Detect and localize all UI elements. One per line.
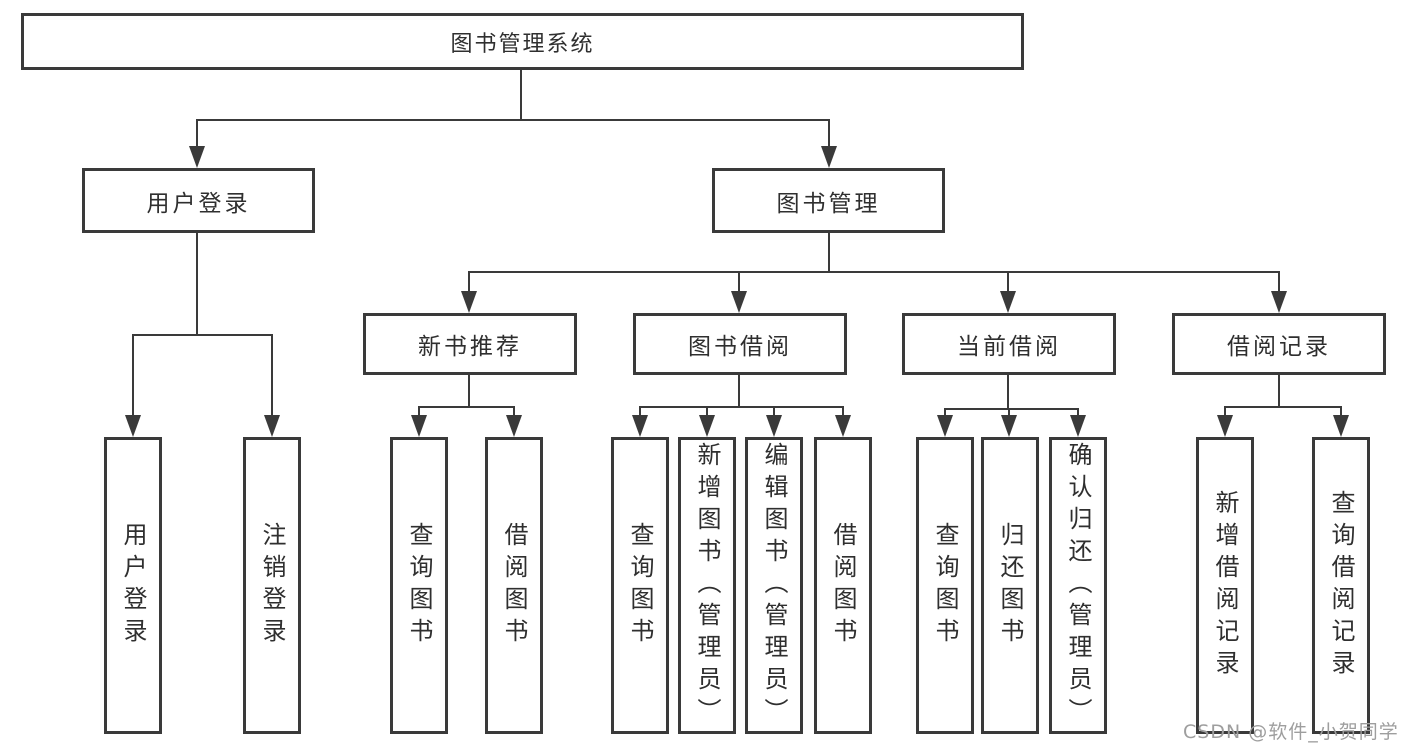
connector-line bbox=[1224, 406, 1226, 417]
connector-line bbox=[842, 406, 844, 417]
node-label: 图书借阅 bbox=[688, 334, 792, 360]
arrow-down-icon bbox=[411, 415, 427, 437]
connector-line bbox=[132, 334, 273, 336]
node-label: 新增借阅记录 bbox=[1211, 489, 1239, 682]
connector-line bbox=[1278, 271, 1280, 293]
node-label: 查询图书 bbox=[405, 521, 433, 650]
connector-line bbox=[418, 406, 515, 408]
arrow-down-icon bbox=[1001, 415, 1017, 437]
arrow-down-icon bbox=[835, 415, 851, 437]
connector-line bbox=[513, 406, 515, 417]
leaf-edit-books-admin: 编辑图书（管理员） bbox=[745, 437, 803, 734]
arrow-down-icon bbox=[632, 415, 648, 437]
connector-line bbox=[828, 119, 830, 150]
connector-line bbox=[468, 271, 470, 293]
leaf-newbook-borrow-books: 借阅图书 bbox=[485, 437, 543, 734]
arrow-down-icon bbox=[1217, 415, 1233, 437]
connector-line bbox=[1008, 408, 1010, 417]
connector-line bbox=[773, 406, 775, 417]
node-book-borrow: 图书借阅 bbox=[633, 313, 847, 375]
leaf-user-login: 用户登录 bbox=[104, 437, 162, 734]
arrow-down-icon bbox=[766, 415, 782, 437]
connector-line bbox=[520, 69, 522, 121]
arrow-down-icon bbox=[1271, 291, 1287, 313]
node-label: 借阅图书 bbox=[500, 521, 528, 650]
connector-line bbox=[418, 406, 420, 417]
node-label: 用户登录 bbox=[146, 190, 251, 217]
connector-line bbox=[1077, 408, 1079, 417]
node-label: 归还图书 bbox=[996, 521, 1024, 650]
node-borrow-records: 借阅记录 bbox=[1172, 313, 1386, 375]
arrow-down-icon bbox=[189, 146, 205, 168]
node-label: 确认归还（管理员） bbox=[1064, 441, 1092, 730]
node-new-book-recommend: 新书推荐 bbox=[363, 313, 577, 375]
arrow-down-icon bbox=[264, 415, 280, 437]
arrow-down-icon bbox=[1333, 415, 1349, 437]
node-label: 新书推荐 bbox=[418, 334, 522, 360]
leaf-confirm-return-admin: 确认归还（管理员） bbox=[1049, 437, 1107, 734]
connector-line bbox=[132, 334, 134, 417]
connector-line bbox=[639, 406, 641, 417]
connector-line bbox=[706, 406, 708, 417]
node-current-borrow: 当前借阅 bbox=[902, 313, 1116, 375]
connector-line bbox=[639, 406, 844, 408]
node-label: 图书管理 bbox=[776, 190, 881, 217]
connector-line bbox=[1224, 406, 1342, 408]
arrow-down-icon bbox=[699, 415, 715, 437]
node-label: 查询图书 bbox=[931, 521, 959, 650]
connector-line bbox=[196, 119, 830, 121]
arrow-down-icon bbox=[1070, 415, 1086, 437]
connector-line bbox=[468, 374, 470, 408]
leaf-borrow-query-books: 查询图书 bbox=[611, 437, 669, 734]
arrow-down-icon bbox=[1000, 291, 1016, 313]
leaf-borrow-books: 借阅图书 bbox=[814, 437, 872, 734]
connector-line bbox=[1340, 406, 1342, 417]
connector-line bbox=[738, 271, 740, 293]
leaf-add-borrow-record: 新增借阅记录 bbox=[1196, 437, 1254, 734]
connector-line bbox=[196, 233, 198, 336]
leaf-query-borrow-record: 查询借阅记录 bbox=[1312, 437, 1370, 734]
arrow-down-icon bbox=[937, 415, 953, 437]
leaf-logout: 注销登录 bbox=[243, 437, 301, 734]
leaf-add-books-admin: 新增图书（管理员） bbox=[678, 437, 736, 734]
node-label: 编辑图书（管理员） bbox=[760, 441, 788, 730]
arrow-down-icon bbox=[731, 291, 747, 313]
node-label: 借阅记录 bbox=[1227, 334, 1331, 360]
node-label: 查询图书 bbox=[626, 521, 654, 650]
node-label: 借阅图书 bbox=[829, 521, 857, 650]
node-label: 注销登录 bbox=[258, 521, 286, 650]
connector-line bbox=[271, 334, 273, 417]
leaf-current-query-books: 查询图书 bbox=[916, 437, 974, 734]
node-book-management: 图书管理 bbox=[712, 168, 945, 233]
connector-line bbox=[828, 233, 830, 273]
connector-line bbox=[196, 119, 198, 150]
leaf-newbook-query-books: 查询图书 bbox=[390, 437, 448, 734]
connector-line bbox=[468, 271, 1280, 273]
connector-line bbox=[944, 408, 1079, 410]
node-library-system: 图书管理系统 bbox=[21, 13, 1024, 70]
arrow-down-icon bbox=[821, 146, 837, 168]
arrow-down-icon bbox=[461, 291, 477, 313]
watermark: CSDN @软件_小贺同学 bbox=[1183, 721, 1399, 743]
connector-line bbox=[1278, 374, 1280, 408]
node-label: 查询借阅记录 bbox=[1327, 489, 1355, 682]
connector-line bbox=[738, 374, 740, 408]
arrow-down-icon bbox=[506, 415, 522, 437]
node-label: 当前借阅 bbox=[957, 334, 1061, 360]
node-user-login: 用户登录 bbox=[82, 168, 315, 233]
connector-line bbox=[944, 408, 946, 417]
connector-line bbox=[1007, 374, 1009, 410]
connector-line bbox=[1007, 271, 1009, 293]
node-label: 用户登录 bbox=[119, 521, 147, 650]
node-label: 图书管理系统 bbox=[450, 31, 595, 57]
node-label: 新增图书（管理员） bbox=[693, 441, 721, 730]
arrow-down-icon bbox=[125, 415, 141, 437]
leaf-return-books: 归还图书 bbox=[981, 437, 1039, 734]
